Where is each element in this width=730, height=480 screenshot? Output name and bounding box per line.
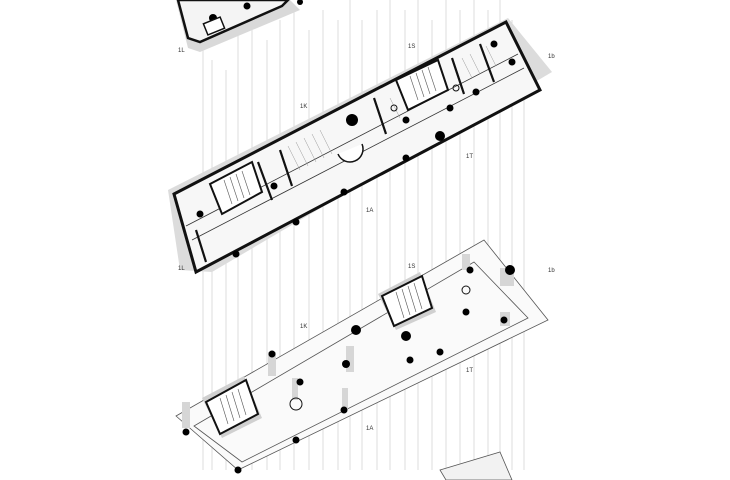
axis-label-lower-mid-c: 1A — [366, 426, 373, 432]
axis-label-upper-mid-b: 1T — [466, 154, 473, 160]
axis-label-lower-left: 1L — [178, 266, 185, 272]
axis-label-upper-left: 1L — [178, 48, 185, 54]
upper-columns — [196, 40, 516, 258]
lower-floor-plate — [175, 239, 549, 474]
axis-label-upper-mid-c: 1A — [366, 208, 373, 214]
axis-label-upper-top: 1S — [408, 44, 415, 50]
axis-label-lower-top: 1S — [408, 264, 415, 270]
stair-core-lower-left — [202, 376, 262, 438]
axis-label-lower-right: 1b — [548, 268, 555, 274]
stair-core-lower-right — [378, 272, 436, 330]
lower-columns — [182, 265, 515, 474]
axis-label-lower-mid-a: 1K — [300, 324, 307, 330]
stair-core-left — [208, 160, 264, 216]
stair-core-right — [394, 58, 450, 112]
axis-label-upper-mid-a: 1K — [300, 104, 307, 110]
bottom-floor-slab-cropped — [439, 451, 513, 480]
top-floor-slab-cropped — [176, 0, 303, 52]
upper-floor-plate — [168, 18, 552, 275]
axis-label-upper-right: 1b — [548, 54, 555, 60]
axis-label-lower-mid-b: 1T — [466, 368, 473, 374]
grid-axis-labels: 1L 1S 1b 1K 1T 1A 1L 1S 1b 1K 1T 1A — [178, 44, 555, 432]
